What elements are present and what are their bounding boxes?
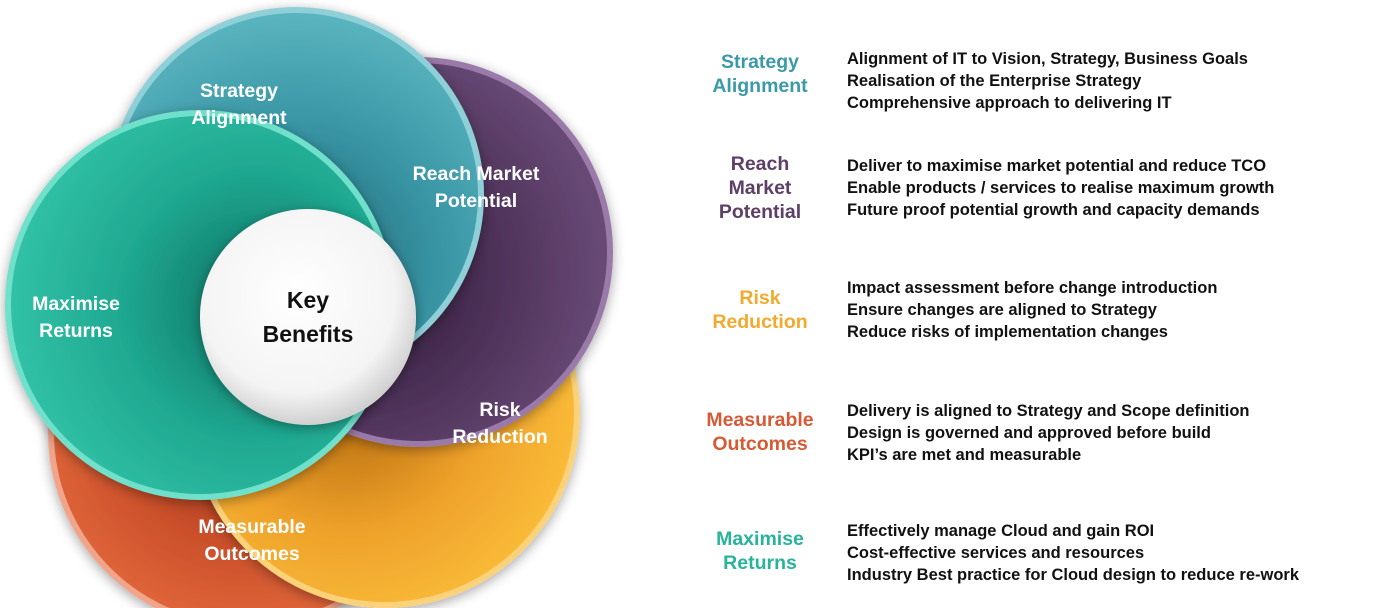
benefit-points: Alignment of IT to Vision, Strategy, Bus… (847, 48, 1392, 114)
category-line: Reduction (712, 311, 808, 333)
benefit-points: Deliver to maximise market potential and… (847, 155, 1392, 221)
key-benefits-wheel: Key Benefits Strategy Alignment Reach Ma… (5, 7, 613, 608)
wheel-label-maximise-line1: Maximise (32, 293, 120, 315)
benefit-point: Comprehensive approach to delivering IT (847, 94, 1172, 112)
category-label: Reach Market Potential (690, 152, 830, 224)
benefit-point: Effectively manage Cloud and gain ROI (847, 522, 1155, 540)
category-line: Measurable (706, 409, 814, 431)
wheel-label-reach-line2: Potential (435, 190, 517, 212)
category-line: Alignment (712, 75, 808, 97)
wheel-label-reach-line1: Reach Market (413, 163, 540, 185)
category-line: Reach (730, 153, 790, 175)
wheel-label-maximise-line2: Returns (39, 320, 113, 342)
benefit-row-strategy-alignment: Strategy Alignment Alignment of IT to Vi… (690, 48, 1390, 138)
benefit-point: Realisation of the Enterprise Strategy (847, 72, 1142, 90)
wheel-label-strategy-line2: Alignment (191, 107, 287, 129)
benefit-point: Reduce risks of implementation changes (847, 323, 1168, 341)
benefit-point: Cost-effective services and resources (847, 544, 1145, 562)
category-line: Strategy (720, 51, 800, 73)
benefit-point: KPI’s are met and measurable (847, 446, 1082, 464)
wheel-label-strategy-line1: Strategy (200, 80, 278, 102)
category-label: Maximise Returns (690, 527, 830, 575)
center-label-line1: Key (287, 287, 329, 313)
benefit-row-reach-market-potential: Reach Market Potential Deliver to maximi… (690, 152, 1392, 235)
benefit-point: Design is governed and approved before b… (847, 424, 1211, 442)
category-label: Strategy Alignment (690, 50, 830, 98)
wheel-label-risk-line1: Risk (479, 399, 520, 421)
benefit-row-measurable-outcomes: Measurable Outcomes Delivery is aligned … (690, 400, 1390, 470)
wheel-label-measurable-line2: Outcomes (204, 543, 300, 565)
category-line: Maximise (716, 528, 804, 550)
category-line: Returns (723, 552, 797, 574)
category-line: Outcomes (712, 433, 808, 455)
benefit-row-maximise-returns: Maximise Returns Effectively manage Clou… (690, 520, 1390, 590)
category-line: Potential (718, 201, 802, 223)
benefit-point: Enable products / services to realise ma… (847, 179, 1275, 197)
category-label: Risk Reduction (690, 286, 830, 334)
benefit-points: Effectively manage Cloud and gain ROI Co… (847, 520, 1392, 586)
benefit-point: Impact assessment before change introduc… (847, 279, 1218, 297)
wheel-label-measurable-line1: Measurable (198, 516, 305, 538)
category-label: Measurable Outcomes (690, 408, 830, 456)
benefit-points: Delivery is aligned to Strategy and Scop… (847, 400, 1392, 466)
benefit-point: Ensure changes are aligned to Strategy (847, 301, 1157, 319)
benefit-point: Deliver to maximise market potential and… (847, 157, 1267, 175)
center-circle (200, 209, 416, 425)
benefit-point: Future proof potential growth and capaci… (847, 201, 1260, 219)
benefit-points: Impact assessment before change introduc… (847, 277, 1392, 343)
benefit-point: Delivery is aligned to Strategy and Scop… (847, 402, 1250, 420)
benefit-point: Industry Best practice for Cloud design … (847, 566, 1300, 584)
category-line: Market (728, 177, 792, 199)
benefit-row-risk-reduction: Risk Reduction Impact assessment before … (690, 277, 1390, 347)
category-line: Risk (739, 287, 781, 309)
wheel-label-risk-line2: Reduction (452, 426, 547, 448)
benefit-point: Alignment of IT to Vision, Strategy, Bus… (847, 50, 1248, 68)
center-label-line2: Benefits (263, 321, 354, 347)
